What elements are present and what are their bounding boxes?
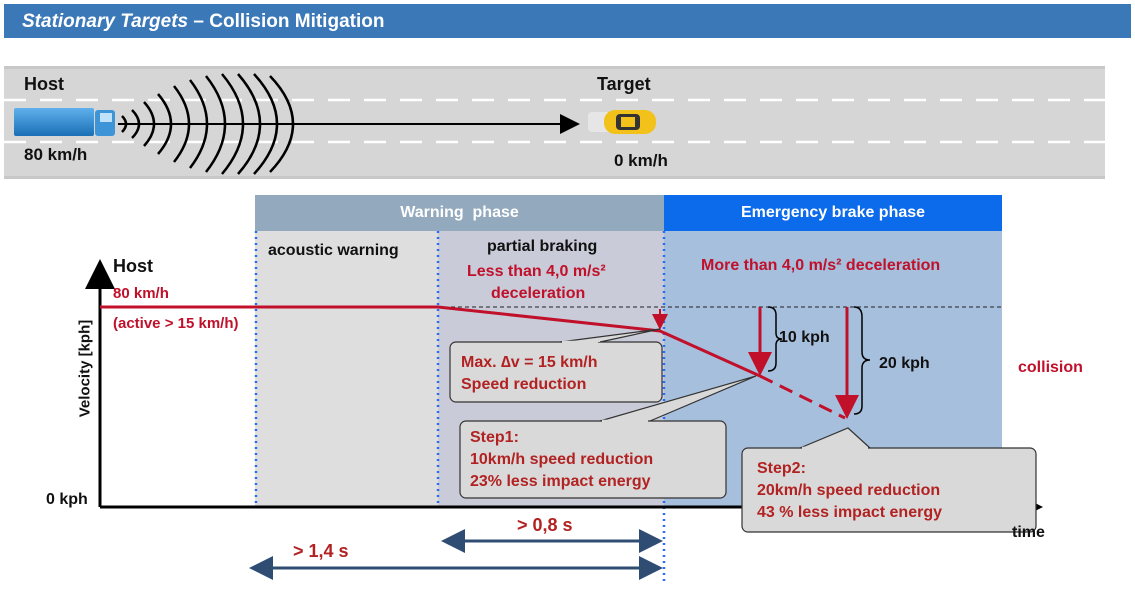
emergency-phase-bar: Emergency brake phase: [664, 195, 1002, 231]
max-dv-line-1: Max. ∆v = 15 km/h: [461, 354, 598, 371]
target-label: Target: [597, 74, 651, 94]
step1-text: Step1: 10km/h speed reduction 23% less i…: [470, 427, 653, 493]
y-axis-label: Velocity [kph]: [76, 319, 94, 418]
partial-braking-detail-2: deceleration: [491, 285, 586, 302]
axis-host-label: Host: [113, 256, 153, 276]
start-speed-label: 80 km/h: [113, 285, 169, 302]
velocity-curve-projection: [759, 374, 846, 420]
callout-step2: [741, 427, 1037, 533]
callout-step1: [459, 375, 757, 499]
max-dv-text: Max. ∆v = 15 km/h Speed reduction: [461, 352, 598, 396]
road: [4, 66, 1105, 179]
drop-10-label: 10 kph: [779, 329, 830, 346]
brace-20: [853, 306, 871, 415]
velocity-curve: [100, 305, 761, 378]
step1-line-3: 23% less impact energy: [470, 473, 651, 490]
acoustic-warning-label: acoustic warning: [268, 242, 399, 259]
brace-10: [767, 306, 783, 372]
acoustic-warning-region: [255, 231, 438, 507]
time-axis-label: time: [1012, 524, 1045, 541]
collision-label: collision: [1018, 359, 1083, 376]
emergency-phase-label: Emergency brake phase: [740, 204, 926, 221]
duration-short-label: > 0,8 s: [517, 515, 573, 535]
callout-max-dv: [449, 328, 663, 403]
target-car-icon: [588, 110, 656, 134]
active-threshold-label: (active > 15 km/h): [113, 315, 239, 332]
title-bar: Stationary Targets – Collision Mitigatio…: [4, 4, 1131, 38]
step2-line-2: 20km/h speed reduction: [757, 482, 941, 499]
title-italic: Stationary Targets: [22, 11, 189, 32]
page-title: Stationary Targets – Collision Mitigatio…: [22, 11, 384, 33]
partial-braking-label: partial braking: [487, 238, 598, 255]
partial-braking-detail-1: Less than 4,0 m/s²: [467, 263, 606, 280]
host-speed: 80 km/h: [24, 145, 88, 164]
emergency-detail: More than 4,0 m/s² deceleration: [701, 257, 941, 274]
drop-20-label: 20 kph: [879, 355, 930, 372]
step2-line-1: Step2:: [757, 460, 806, 477]
zero-kph-label: 0 kph: [46, 491, 88, 508]
warning-phase-bar: Warning phase: [255, 195, 664, 231]
title-rest: – Collision Mitigation: [188, 11, 385, 32]
max-dv-line-2: Speed reduction: [461, 376, 587, 393]
step1-line-2: 10km/h speed reduction: [470, 451, 654, 468]
target-speed: 0 km/h: [614, 151, 668, 170]
step2-line-3: 43 % less impact energy: [757, 504, 942, 521]
step2-text: Step2: 20km/h speed reduction 43 % less …: [757, 458, 942, 524]
host-truck-icon: [14, 108, 115, 136]
step1-line-1: Step1:: [470, 429, 519, 446]
duration-long-label: > 1,4 s: [293, 541, 349, 561]
warning-phase-label: Warning phase: [400, 204, 519, 221]
host-label: Host: [24, 74, 64, 94]
